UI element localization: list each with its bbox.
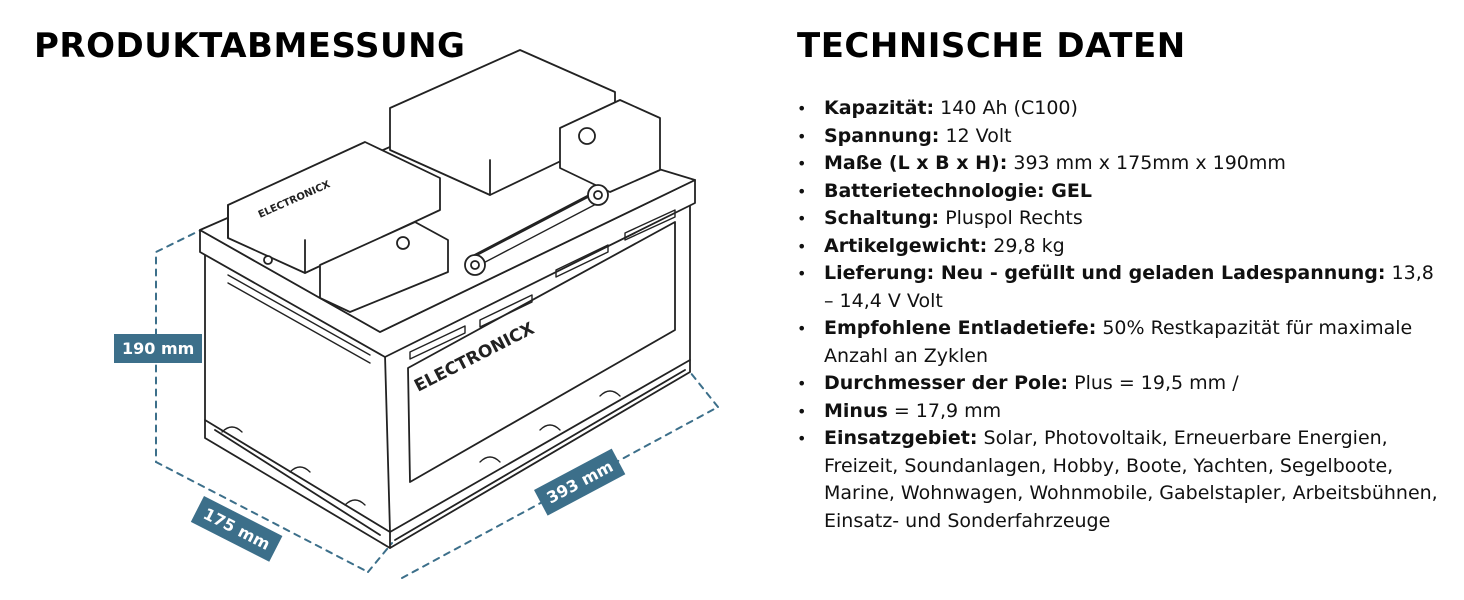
spec-item: Lieferung: Neu - gefüllt und geladen Lad…	[797, 260, 1447, 315]
spec-label: Einsatzgebiet:	[824, 427, 978, 449]
spec-value: 50% Restkapazität für maximale Anzahl an…	[824, 317, 1413, 367]
spec-value: 140 Ah (C100)	[934, 97, 1078, 119]
spec-value: = 17,9 mm	[887, 399, 1002, 422]
spec-item: Empfohlene Entladetiefe: 50% Restkapazit…	[797, 315, 1447, 370]
spec-item: Batterietechnologie: GEL	[797, 178, 1447, 206]
spec-label: Spannung:	[824, 124, 940, 147]
spec-label: Maße (L x B x H):	[824, 152, 1008, 174]
spec-label: Artikelgewicht:	[824, 234, 988, 257]
side-vents	[227, 274, 371, 364]
feet	[221, 390, 621, 506]
spec-item: Spannung: 12 Volt	[797, 123, 1447, 151]
spec-label: Minus	[824, 399, 888, 422]
spec-item: Kapazität: 140 Ah (C100)	[797, 95, 1447, 123]
spec-item: Schaltung: Pluspol Rechts	[797, 205, 1447, 233]
spec-value: 12 Volt	[939, 124, 1012, 147]
front-vents	[409, 209, 676, 360]
spec-label: Schaltung:	[824, 207, 940, 229]
spec-item: Minus = 17,9 mm	[797, 398, 1447, 426]
spec-label: Empfohlene Entladetiefe:	[824, 317, 1097, 339]
spec-value: Pluspol Rechts	[939, 207, 1083, 229]
spec-item: Durchmesser der Pole: Plus = 19,5 mm /	[797, 370, 1447, 398]
lid-covers	[227, 49, 661, 313]
spec-value: 393 mm x 175mm x 190mm	[1007, 152, 1286, 174]
specs-heading: TECHNISCHE DATEN	[797, 26, 1186, 66]
spec-value: Solar, Photovoltaik, Erneuerbare Energie…	[824, 427, 1438, 532]
spec-label: Kapazität:	[824, 97, 935, 119]
spec-value: Plus = 19,5 mm /	[1068, 372, 1239, 394]
spec-item: Einsatzgebiet: Solar, Photovoltaik, Erne…	[797, 425, 1447, 535]
spec-item: Artikelgewicht: 29,8 kg	[797, 233, 1447, 261]
spec-label: Lieferung: Neu - gefüllt und geladen Lad…	[824, 262, 1386, 284]
battery-drawing: ELECTRONICX ELECTRONICX	[155, 49, 719, 579]
height-label: 190 mm	[114, 334, 203, 363]
spec-label: Durchmesser der Pole:	[824, 372, 1069, 394]
spec-label: Batterietechnologie: GEL	[824, 179, 1092, 202]
spec-value: 13,8 – 14,4 V Volt	[824, 262, 1434, 312]
spec-item: Maße (L x B x H): 393 mm x 175mm x 190mm	[797, 150, 1447, 178]
spec-value: 29,8 kg	[987, 234, 1065, 257]
dimensions-heading: PRODUKTABMESSUNG	[34, 26, 466, 66]
terminals	[263, 127, 609, 276]
spec-list: Kapazität: 140 Ah (C100) Spannung: 12 Vo…	[797, 95, 1447, 535]
